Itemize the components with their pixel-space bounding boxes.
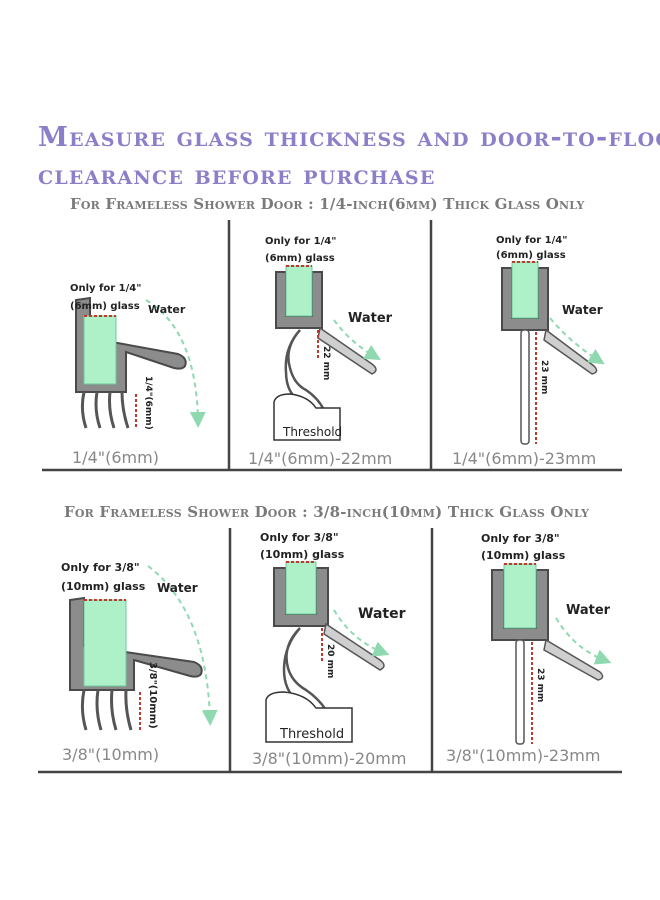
- water-arrow: [147, 565, 218, 726]
- glass-note-line-1: Only for 1/4": [496, 235, 567, 246]
- dimension-label: 20 mm: [325, 644, 335, 678]
- glass-pane: [511, 261, 539, 319]
- water-label: Water: [562, 303, 603, 317]
- panel-caption: 3/8"(10mm)-23mm: [446, 746, 600, 765]
- seal-pin: [515, 639, 525, 745]
- section-1-subtitle: For Frameless Shower Door : 1/4-inch(6mm…: [70, 195, 585, 213]
- glass-pane: [83, 315, 117, 385]
- panel-caption: 3/8"(10mm)-20mm: [252, 749, 406, 768]
- glass-note-line-1: Only for 3/8": [260, 531, 339, 544]
- water-label: Water: [358, 606, 406, 622]
- dimension-label: 23 mm: [539, 360, 549, 394]
- threshold-block: [265, 691, 353, 743]
- page-title-line-2: clearance before purchase: [38, 160, 436, 191]
- dimension-label: 23 mm: [535, 668, 545, 702]
- drip-legs: [80, 689, 133, 731]
- water-label: Water: [157, 581, 198, 595]
- panel-caption: 1/4"(6mm)-23mm: [452, 449, 596, 468]
- seal-flap: [317, 326, 377, 375]
- water-label: Water: [148, 303, 186, 316]
- glass-note-line-2: (6mm) glass: [70, 301, 140, 312]
- seal-flap: [323, 622, 385, 671]
- glass-note-line-2: (10mm) glass: [61, 580, 146, 593]
- panel-1-1: Only for 1/4" (6mm) glass Water 1/4"(6mm…: [70, 283, 206, 467]
- water-arrow: [555, 617, 612, 665]
- water-arrow: [333, 319, 381, 361]
- glass-note-line-1: Only for 1/4": [265, 236, 336, 247]
- threshold-label: Threshold: [279, 727, 344, 742]
- glass-note-line-2: (10mm) glass: [260, 548, 345, 561]
- panel-2-3: Only for 3/8" (10mm) glass Water 23 mm 3…: [446, 532, 612, 765]
- glass-pane: [285, 561, 317, 615]
- glass-pane: [503, 563, 537, 629]
- dimension-label: 1/4"(6mm): [143, 376, 153, 430]
- glass-note-line-2: (10mm) glass: [481, 549, 566, 562]
- dimension-label: 3/8"(10mm): [147, 662, 158, 729]
- section-2-subtitle: For Frameless Shower Door : 3/8-inch(10m…: [64, 503, 590, 521]
- glass-note-line-1: Only for 3/8": [481, 532, 560, 545]
- row-1-frame: [42, 220, 622, 472]
- threshold-label: Threshold: [282, 425, 342, 439]
- panel-caption: 3/8"(10mm): [62, 745, 159, 764]
- drip-legs: [80, 391, 130, 429]
- seal-flap: [543, 328, 598, 375]
- glass-note-line-2: (6mm) glass: [265, 253, 335, 264]
- dimension-label: 22 mm: [321, 346, 331, 380]
- glass-note-line-1: Only for 3/8": [61, 561, 140, 574]
- water-arrow: [333, 609, 390, 657]
- page-title-line-1: Measure glass thickness and door-to-floo…: [38, 122, 660, 153]
- water-arrow: [145, 299, 206, 428]
- panel-caption: 1/4"(6mm): [72, 448, 159, 467]
- seal-flap: [543, 638, 604, 681]
- glass-pane: [83, 599, 127, 687]
- water-arrow: [549, 317, 605, 365]
- panel-1-2: Only for 1/4" (6mm) glass Water 22 mm Th…: [248, 236, 393, 468]
- glass-pane: [285, 265, 313, 317]
- water-label: Water: [566, 603, 611, 618]
- panel-2-1: Only for 3/8" (10mm) glass Water 3/8"(10…: [61, 561, 218, 764]
- glass-note-line-1: Only for 1/4": [70, 283, 141, 294]
- seal-pin: [520, 329, 530, 445]
- row-2-frame: [38, 528, 622, 774]
- water-label: Water: [348, 311, 393, 326]
- panel-2-2: Only for 3/8" (10mm) glass Water 20 mm T…: [252, 531, 406, 768]
- panel-caption: 1/4"(6mm)-22mm: [248, 449, 392, 468]
- glass-note-line-2: (6mm) glass: [496, 250, 566, 261]
- panel-1-3: Only for 1/4" (6mm) glass Water 23 mm 1/…: [452, 235, 605, 468]
- threshold-block: [273, 393, 341, 441]
